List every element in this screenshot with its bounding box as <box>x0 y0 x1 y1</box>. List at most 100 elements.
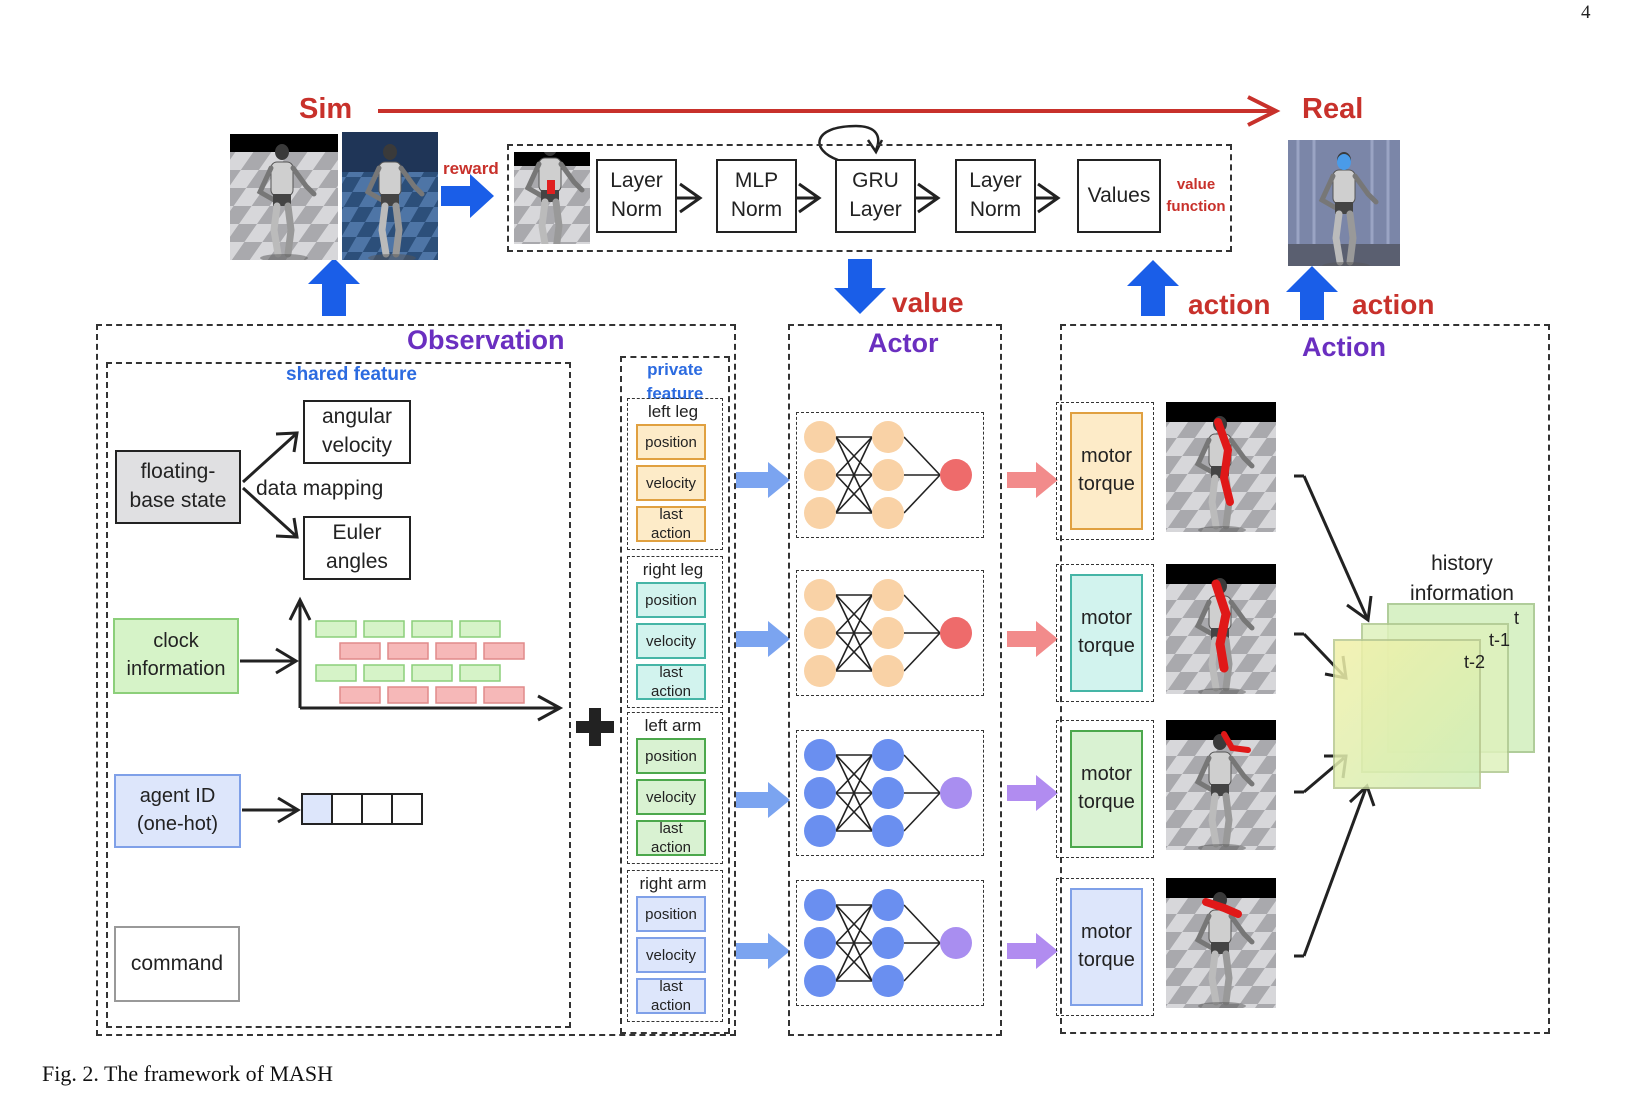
private-feature-velocity: velocity <box>636 465 706 501</box>
edge <box>835 594 873 634</box>
edge <box>903 632 941 672</box>
output-node <box>940 777 972 809</box>
edge <box>835 904 873 982</box>
motor-torque-box: motor torque <box>1070 730 1143 848</box>
neuron-node <box>804 815 836 847</box>
neuron-node <box>872 777 904 809</box>
edge <box>835 436 873 514</box>
real-label: Real <box>1302 93 1364 125</box>
action-title: Action <box>1302 332 1386 362</box>
motor-torque-box: motor torque <box>1070 888 1143 1006</box>
actor-network-graph <box>804 739 972 847</box>
edge <box>903 594 941 634</box>
frame-label-t2: t-2 <box>1464 652 1486 672</box>
edge <box>835 632 873 672</box>
clock-signal-chart <box>315 620 525 704</box>
reward-label: reward <box>443 159 499 178</box>
value-input-scene-image <box>514 152 590 244</box>
motor-torque-group-3 <box>1056 878 1154 1016</box>
edge <box>835 942 873 982</box>
frame-label-t: t <box>1514 608 1520 628</box>
actor-network-graph <box>804 421 972 529</box>
edge <box>903 904 941 944</box>
output-node <box>940 459 972 491</box>
edge <box>835 792 873 832</box>
private-feature-velocity: velocity <box>636 623 706 659</box>
private-group-2 <box>627 712 723 864</box>
robot-scene-image <box>1166 878 1276 1008</box>
neuron-node <box>872 655 904 687</box>
data-mapping-label: data mapping <box>256 477 384 500</box>
layer-norm-block-1: Layer Norm <box>596 159 677 233</box>
private-feature-last-action: last action <box>636 978 706 1014</box>
actor-network-3 <box>796 880 984 1006</box>
edge <box>903 436 941 476</box>
neuron-node <box>872 889 904 921</box>
edge <box>903 754 941 794</box>
sim-label: Sim <box>299 93 353 125</box>
value-function-region <box>507 144 1232 252</box>
private-group-label: right leg <box>642 560 704 579</box>
one-hot-vector <box>301 793 423 825</box>
private-feature-position: position <box>636 424 706 460</box>
motor-torque-group-1 <box>1056 564 1154 702</box>
private-feature-last-action: last action <box>636 820 706 856</box>
actor-network-0 <box>796 412 984 538</box>
motor-torque-group-2 <box>1056 720 1154 858</box>
actor-network-2 <box>796 730 984 856</box>
actor-network-graph <box>804 889 972 997</box>
action-label-right: action <box>1352 289 1435 320</box>
sim-scene-blue-image <box>342 132 438 260</box>
private-feature-velocity: velocity <box>636 779 706 815</box>
neuron-node <box>872 739 904 771</box>
neuron-node <box>804 459 836 491</box>
neuron-node <box>804 497 836 529</box>
page-number: 4 <box>1581 2 1591 23</box>
neuron-node <box>872 617 904 649</box>
neuron-node <box>804 777 836 809</box>
private-feature-velocity: velocity <box>636 937 706 973</box>
history-frame-t2 <box>1333 639 1481 789</box>
private-group-1 <box>627 556 723 708</box>
edge <box>903 942 941 982</box>
angular-velocity-box: angular velocity <box>303 400 411 464</box>
private-feature-last-action: last action <box>636 664 706 700</box>
neuron-node <box>804 421 836 453</box>
edge <box>835 754 873 794</box>
private-group-0 <box>627 398 723 550</box>
values-block: Values <box>1077 159 1161 233</box>
neuron-node <box>872 927 904 959</box>
actor-panel <box>788 324 1002 1036</box>
neuron-node <box>804 617 836 649</box>
actor-network-graph <box>804 579 972 687</box>
value-label: value <box>892 287 964 318</box>
neuron-node <box>804 927 836 959</box>
neuron-node <box>872 421 904 453</box>
neuron-node <box>804 655 836 687</box>
action-label-mid: action <box>1188 289 1271 320</box>
sim-scene-image <box>230 134 338 260</box>
robot-scene-image <box>1166 402 1276 532</box>
figure-caption: Fig. 2. The framework of MASH <box>42 1061 334 1086</box>
history-frames <box>1333 603 1535 789</box>
neuron-node <box>804 579 836 611</box>
robot-scene-image <box>1166 720 1276 850</box>
output-node <box>940 617 972 649</box>
edge <box>903 474 941 514</box>
history-information-label: history information <box>1410 552 1514 605</box>
neuron-node <box>804 739 836 771</box>
motor-torque-box: motor torque <box>1070 574 1143 692</box>
edge <box>835 754 873 832</box>
command-box: command <box>114 926 240 1002</box>
private-group-3 <box>627 870 723 1022</box>
shared-feature-panel <box>106 362 571 1028</box>
actor-title: Actor <box>868 328 939 358</box>
motor-torque-box: motor torque <box>1070 412 1143 530</box>
mlp-norm-block: MLP Norm <box>716 159 797 233</box>
private-group-label: right arm <box>639 874 707 893</box>
euler-angles-box: Euler angles <box>303 516 411 580</box>
observation-title: Observation <box>407 325 565 355</box>
motor-torque-group-0 <box>1056 402 1154 540</box>
private-feature-position: position <box>636 738 706 774</box>
edge <box>835 594 873 672</box>
